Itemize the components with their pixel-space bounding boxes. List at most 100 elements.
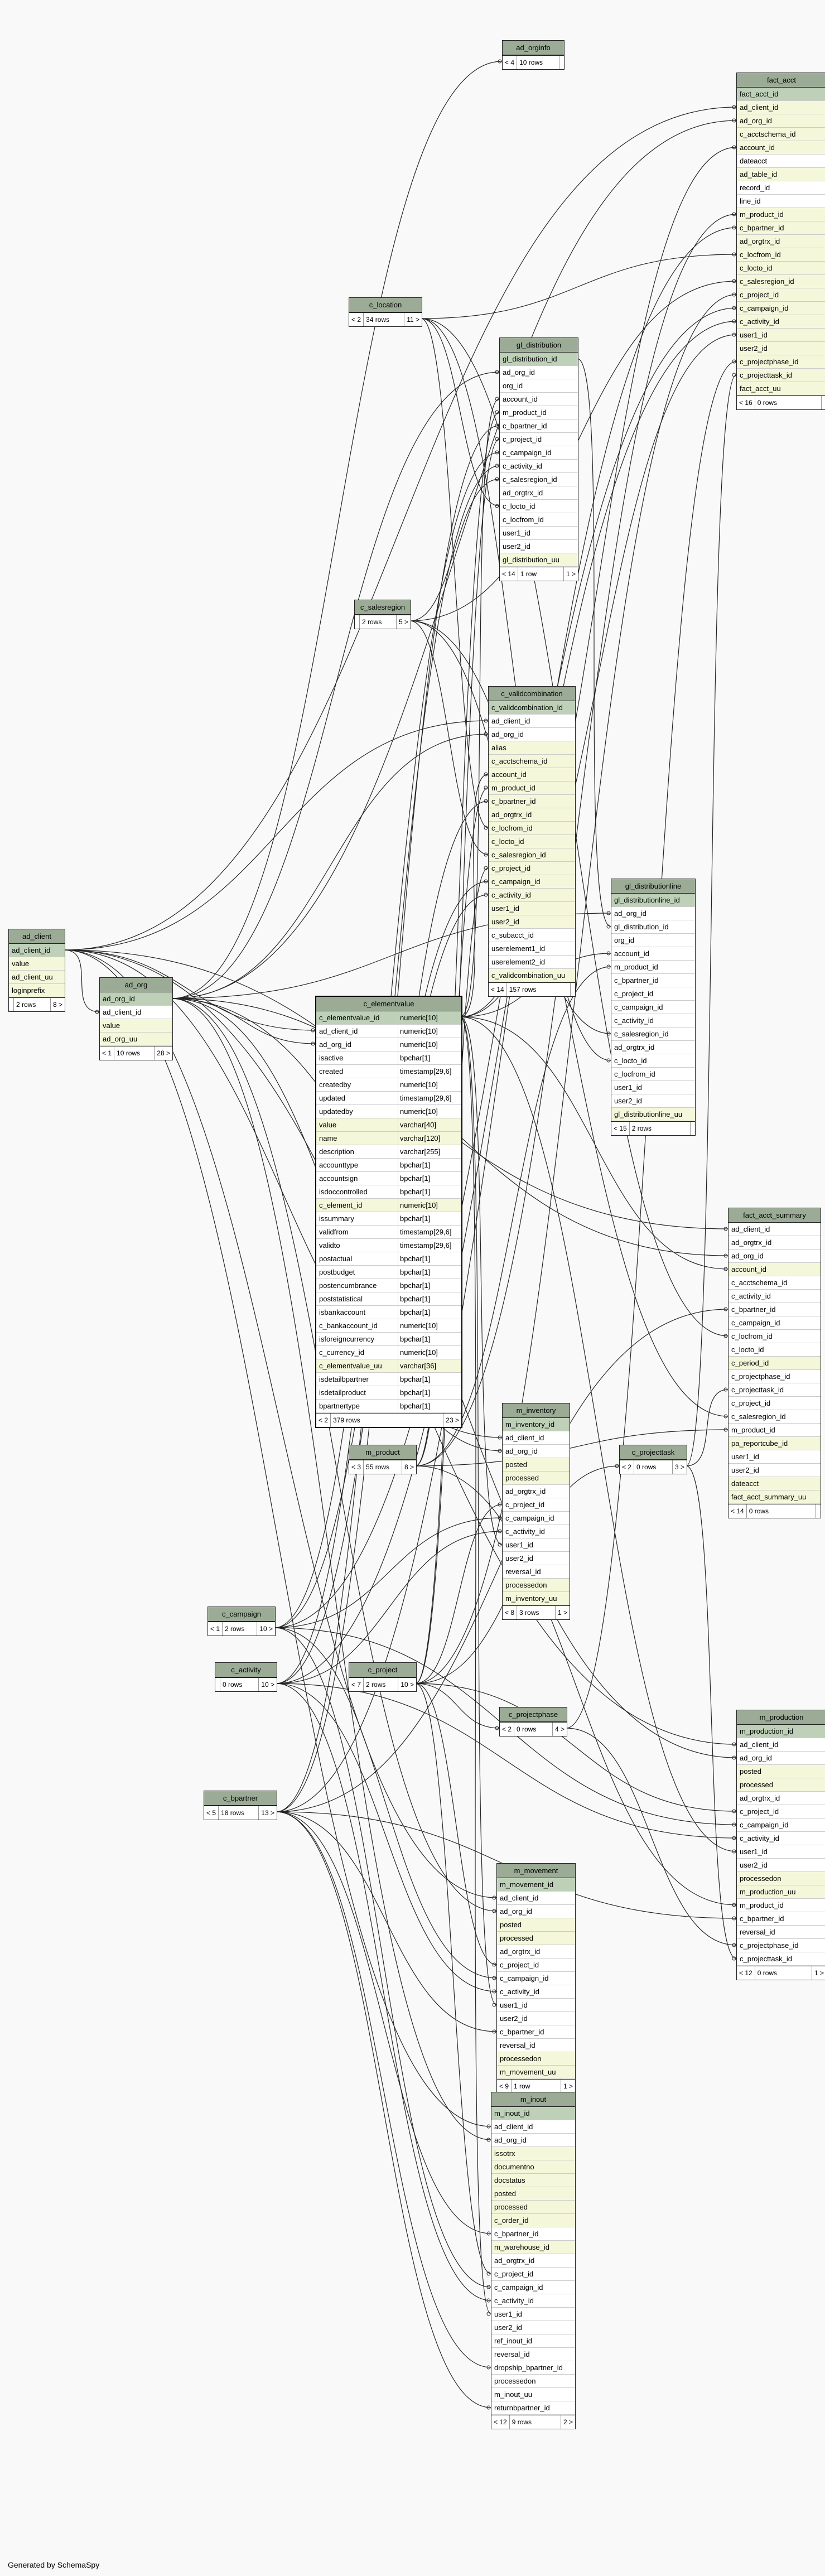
table-title[interactable]: m_movement — [497, 1864, 575, 1878]
table-title[interactable]: c_projectphase — [500, 1707, 567, 1722]
column-row: ad_orgtrx_id — [728, 1236, 821, 1250]
relationship-end-marker — [492, 2029, 496, 2034]
column-row: ad_client_id — [489, 715, 575, 728]
column-row: c_campaign_id — [503, 1512, 570, 1525]
column-type: varchar[120] — [398, 1132, 461, 1145]
relationship-end-marker — [732, 1809, 736, 1813]
column-row: c_locfrom_id — [737, 248, 825, 262]
footer-rows: 55 rows — [364, 1460, 402, 1474]
column-name: c_bpartner_id — [740, 1914, 784, 1923]
column-name: c_locto_id — [731, 1345, 764, 1354]
table-title[interactable]: c_validcombination — [489, 687, 575, 701]
column-name: poststatistical — [319, 1295, 363, 1303]
table-title[interactable]: c_projecttask — [620, 1445, 687, 1460]
table-title[interactable]: ad_orginfo — [503, 41, 564, 55]
footer-rows: 1 row — [512, 2080, 561, 2093]
relationship-line — [460, 398, 500, 1017]
relationship-end-marker — [484, 826, 488, 830]
table-title[interactable]: c_salesregion — [355, 600, 411, 615]
column-row: c_project_id — [503, 1498, 570, 1512]
table-title[interactable]: m_production — [737, 1710, 825, 1725]
column-row: m_product_id — [500, 406, 578, 419]
relationship-line — [276, 1531, 503, 1684]
column-row: reversal_id — [737, 1926, 825, 1939]
table-title[interactable]: m_inout — [491, 2092, 575, 2107]
column-row: ad_orgtrx_id — [611, 1041, 695, 1054]
column-name: c_projectphase_id — [731, 1372, 790, 1381]
footer-left: < 4 — [503, 56, 518, 69]
table-title[interactable]: c_bpartner — [204, 1791, 277, 1806]
column-row: ad_orgtrx_id — [737, 235, 825, 248]
column-row: m_product_id — [737, 208, 825, 221]
table-title[interactable]: c_campaign — [208, 1607, 275, 1622]
table-title[interactable]: ad_org — [100, 978, 172, 992]
column-name: c_project_id — [500, 1961, 539, 1969]
column-name: user2_id — [494, 2323, 522, 2332]
column-row: c_bpartner_id — [491, 2227, 575, 2241]
column-name: c_project_id — [740, 1807, 779, 1816]
column-name: m_inventory_uu — [505, 1594, 557, 1603]
footer-left: < 1 — [208, 1622, 223, 1636]
relationship-end-marker — [486, 2312, 491, 2316]
relationship-line — [171, 734, 489, 999]
column-row: m_warehouse_id — [491, 2241, 575, 2254]
footer-rows: 2 rows — [223, 1622, 258, 1636]
relationship-end-marker — [732, 225, 736, 230]
column-name: ad_org_id — [319, 1040, 351, 1049]
relationship-end-marker — [606, 964, 611, 969]
footer-rows: 2 rows — [14, 998, 51, 1011]
table-title[interactable]: gl_distributionline — [611, 879, 695, 894]
column-name: c_project_id — [505, 1501, 545, 1509]
column-type: numeric[10] — [398, 1038, 461, 1051]
column-type: bpchar[1] — [398, 1333, 461, 1345]
column-row: c_locto_id — [728, 1343, 821, 1357]
relationship-end-marker — [492, 1976, 496, 1980]
table-title[interactable]: c_location — [349, 298, 422, 312]
table-title[interactable]: c_elementvalue — [316, 997, 461, 1011]
table-title[interactable]: ad_client — [9, 929, 65, 944]
table-title[interactable]: c_project — [349, 1663, 416, 1677]
column-type: bpchar[1] — [398, 1306, 461, 1319]
table-title[interactable]: m_inventory — [503, 1403, 570, 1418]
column-row: c_order_id — [491, 2214, 575, 2227]
column-row: ad_orgtrx_id — [491, 2254, 575, 2268]
column-row: alias — [489, 741, 575, 755]
column-row: c_project_id — [497, 1958, 575, 1972]
column-name: c_salesregion_id — [491, 851, 546, 859]
column-name: reversal_id — [505, 1567, 541, 1576]
table-title[interactable]: fact_acct — [737, 73, 825, 88]
column-row: c_activity_id — [489, 889, 575, 902]
column-name: issotrx — [494, 2149, 515, 2158]
table-title[interactable]: gl_distribution — [500, 338, 578, 353]
table-title[interactable]: m_product — [349, 1445, 416, 1460]
footer-right: 1 > — [557, 1609, 567, 1617]
relationship-line — [276, 321, 737, 1684]
column-row: user2_id — [491, 2321, 575, 2334]
table-title[interactable]: fact_acct_summary — [728, 1208, 821, 1223]
table-title[interactable]: c_activity — [215, 1663, 277, 1677]
